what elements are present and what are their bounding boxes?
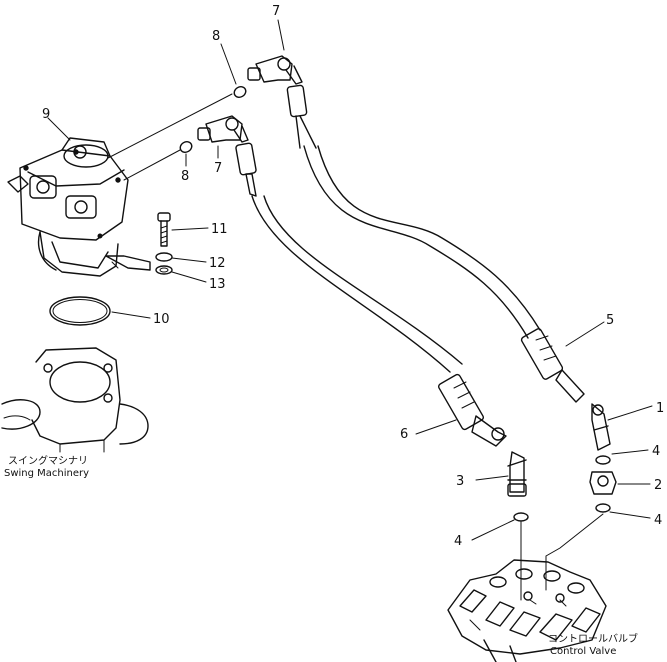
callout-11: 11: [211, 222, 228, 237]
o-ring-4-left: [513, 512, 529, 522]
control-valve-caption-en: Control Valve: [550, 646, 616, 657]
adapter-3: [507, 451, 527, 497]
o-ring-4-right-lower: [595, 503, 611, 513]
callout-2: 2: [654, 478, 662, 493]
o-ring-4-right-upper: [595, 455, 611, 465]
swing-motor-assembly: [7, 137, 151, 277]
callout-8-lower: 8: [181, 169, 189, 184]
elbow-7-lower: [197, 115, 249, 143]
callout-6: 6: [400, 427, 408, 442]
hose-6: [235, 142, 507, 447]
callout-7-upper: 7: [272, 4, 280, 19]
o-ring-8-lower: [179, 141, 193, 153]
callout-4-left: 4: [454, 534, 462, 549]
callout-13: 13: [209, 277, 226, 292]
callout-1: 1: [656, 401, 664, 416]
leader-lines: [47, 19, 653, 541]
callout-9: 9: [42, 107, 50, 122]
callout-4-right-lower: 4: [654, 513, 662, 528]
swing-machinery-caption-jp: スイングマシナリ: [8, 454, 88, 467]
callout-8-upper: 8: [212, 29, 220, 44]
union-2: [589, 471, 617, 495]
washer-12: [155, 252, 173, 262]
swing-machinery-caption-en: Swing Machinery: [4, 468, 89, 479]
hose-5: [286, 84, 585, 403]
washer-13: [155, 265, 173, 275]
callout-12: 12: [209, 256, 226, 271]
o-ring-10: [49, 296, 111, 326]
control-valve-caption-jp: コントロールバルブ: [548, 632, 638, 645]
swing-machinery-housing: [1, 347, 149, 453]
callout-4-right-upper: 4: [652, 444, 660, 459]
elbow-1: [591, 403, 611, 451]
o-ring-8-upper: [233, 86, 247, 98]
callout-10: 10: [153, 312, 170, 327]
callout-7-lower: 7: [214, 161, 222, 176]
bolt-11: [157, 212, 171, 247]
control-valve: [447, 559, 607, 662]
elbow-7-upper: [247, 55, 303, 85]
callout-5: 5: [606, 313, 614, 328]
callout-3: 3: [456, 474, 464, 489]
